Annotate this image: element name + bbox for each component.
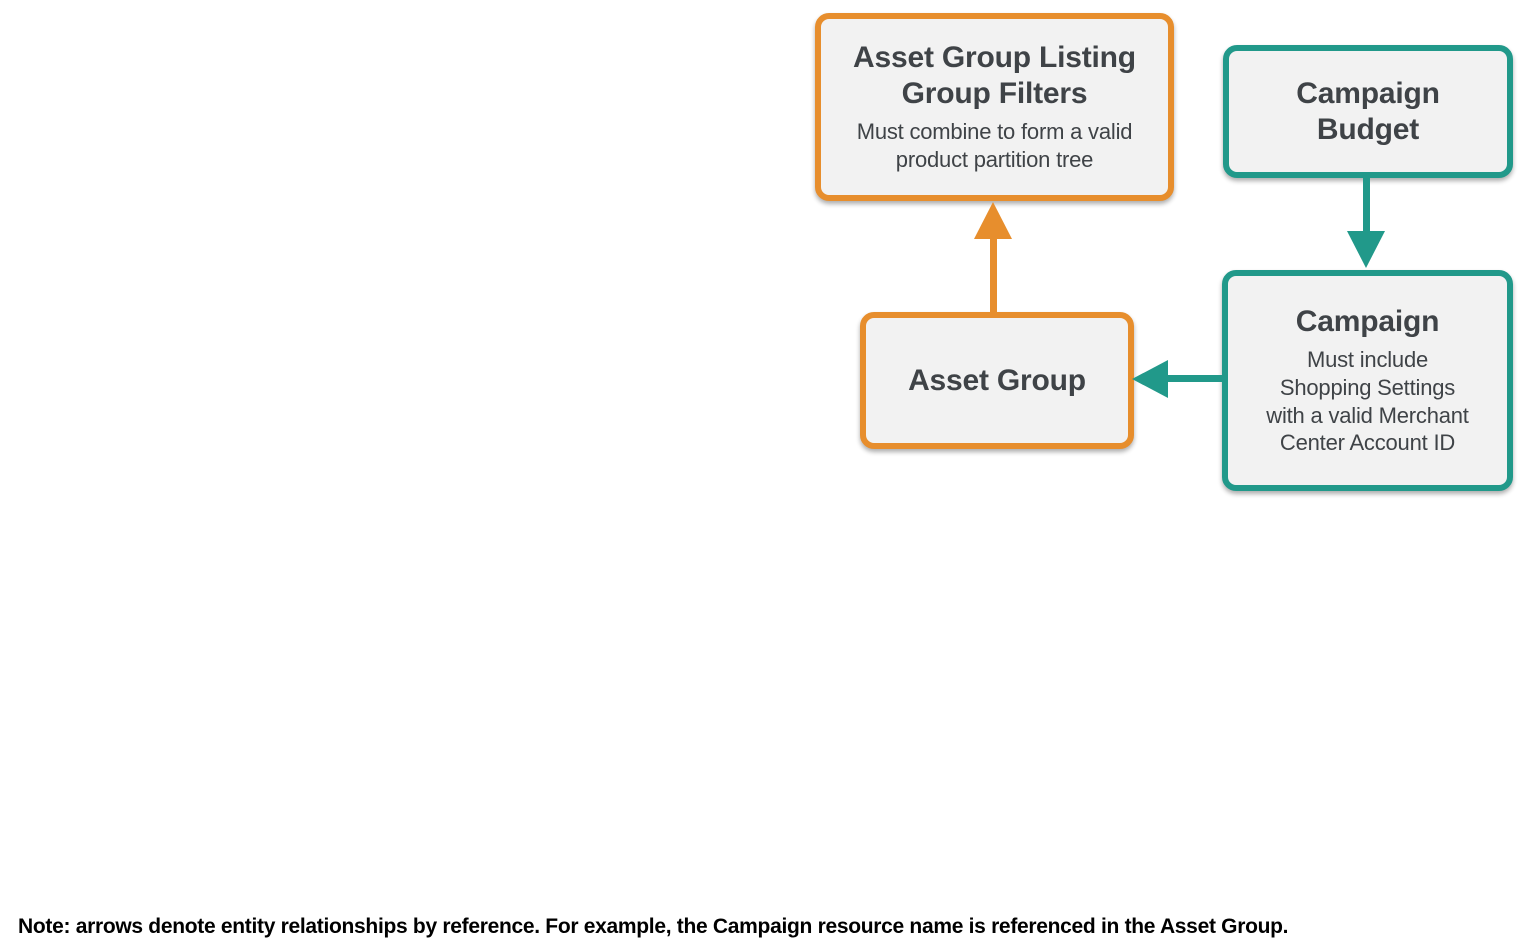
- node-title: Asset Group Listing Group Filters: [853, 41, 1136, 111]
- node-asset-group: Asset Group: [860, 312, 1134, 449]
- node-subtitle: Must include Shopping Settings with a va…: [1266, 347, 1469, 456]
- arrow-down-icon: [1347, 231, 1385, 268]
- node-subtitle: Must combine to form a valid product par…: [856, 119, 1133, 172]
- node-title: Campaign: [1295, 305, 1440, 339]
- arrow-asset-group-to-listing-filters-shaft: [990, 236, 997, 313]
- arrow-left-icon: [1132, 360, 1168, 398]
- node-title: Asset Group: [908, 363, 1086, 397]
- note-text: Note: arrows denote entity relationships…: [18, 915, 1289, 938]
- node-campaign-budget: Campaign Budget: [1223, 45, 1513, 178]
- arrow-campaign-budget-to-campaign-shaft: [1363, 177, 1370, 234]
- node-title: Campaign Budget: [1296, 76, 1440, 146]
- node-asset-group-listing-group-filters: Asset Group Listing Group Filters Must c…: [815, 13, 1174, 201]
- arrow-up-icon: [974, 202, 1012, 239]
- arrow-campaign-to-asset-group-shaft: [1167, 375, 1223, 382]
- node-campaign: Campaign Must include Shopping Settings …: [1222, 270, 1513, 491]
